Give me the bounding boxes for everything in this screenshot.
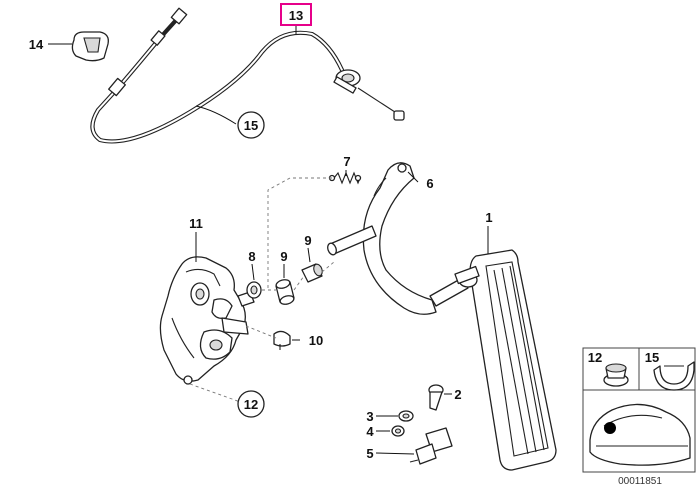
callout-11: 11 xyxy=(189,216,203,231)
callout-13-highlight-box xyxy=(280,3,312,26)
callout-12: 12 xyxy=(244,397,258,412)
inset-label-12: 12 xyxy=(588,350,602,365)
reference-number: 00011851 xyxy=(618,476,662,487)
stop-buffer-10 xyxy=(273,330,291,350)
accelerator-pedal xyxy=(454,249,557,471)
sensor-5 xyxy=(409,427,453,465)
pedal-lever xyxy=(327,162,469,315)
callout-14: 14 xyxy=(29,37,44,52)
callout-3: 3 xyxy=(366,409,373,424)
callout-12-circle xyxy=(237,390,265,418)
return-spring xyxy=(328,171,362,185)
inset-grommet-icon xyxy=(603,363,629,387)
screw-2 xyxy=(428,384,444,411)
callout-13: 13 xyxy=(289,8,303,23)
callout-9-left: 9 xyxy=(280,249,287,264)
callout-10: 10 xyxy=(309,333,323,348)
pedal-bracket xyxy=(159,256,255,385)
callout-9-right: 9 xyxy=(304,233,311,248)
assembly-lines xyxy=(189,177,335,405)
bushing-8 xyxy=(246,281,262,299)
car-location-icon xyxy=(589,403,691,466)
bushing-9-right xyxy=(301,263,323,283)
callout-7: 7 xyxy=(343,154,350,169)
inset-label-15: 15 xyxy=(645,350,659,365)
callout-2: 2 xyxy=(454,387,461,402)
nut-4 xyxy=(391,425,405,437)
callout-15: 15 xyxy=(244,118,258,133)
accelerator-cable xyxy=(90,7,405,144)
inset-panel: 12 15 xyxy=(582,347,696,473)
callout-15-circle xyxy=(237,111,265,139)
washer-3 xyxy=(398,410,414,422)
cable-clip xyxy=(71,31,109,62)
leader-lines xyxy=(48,24,489,455)
inset-clip-icon xyxy=(653,361,695,391)
callout-5: 5 xyxy=(366,446,373,461)
callout-4: 4 xyxy=(366,424,374,439)
callout-8: 8 xyxy=(248,249,255,264)
callout-6: 6 xyxy=(426,176,433,191)
callout-1: 1 xyxy=(485,210,492,225)
bushing-9-left xyxy=(275,279,295,305)
